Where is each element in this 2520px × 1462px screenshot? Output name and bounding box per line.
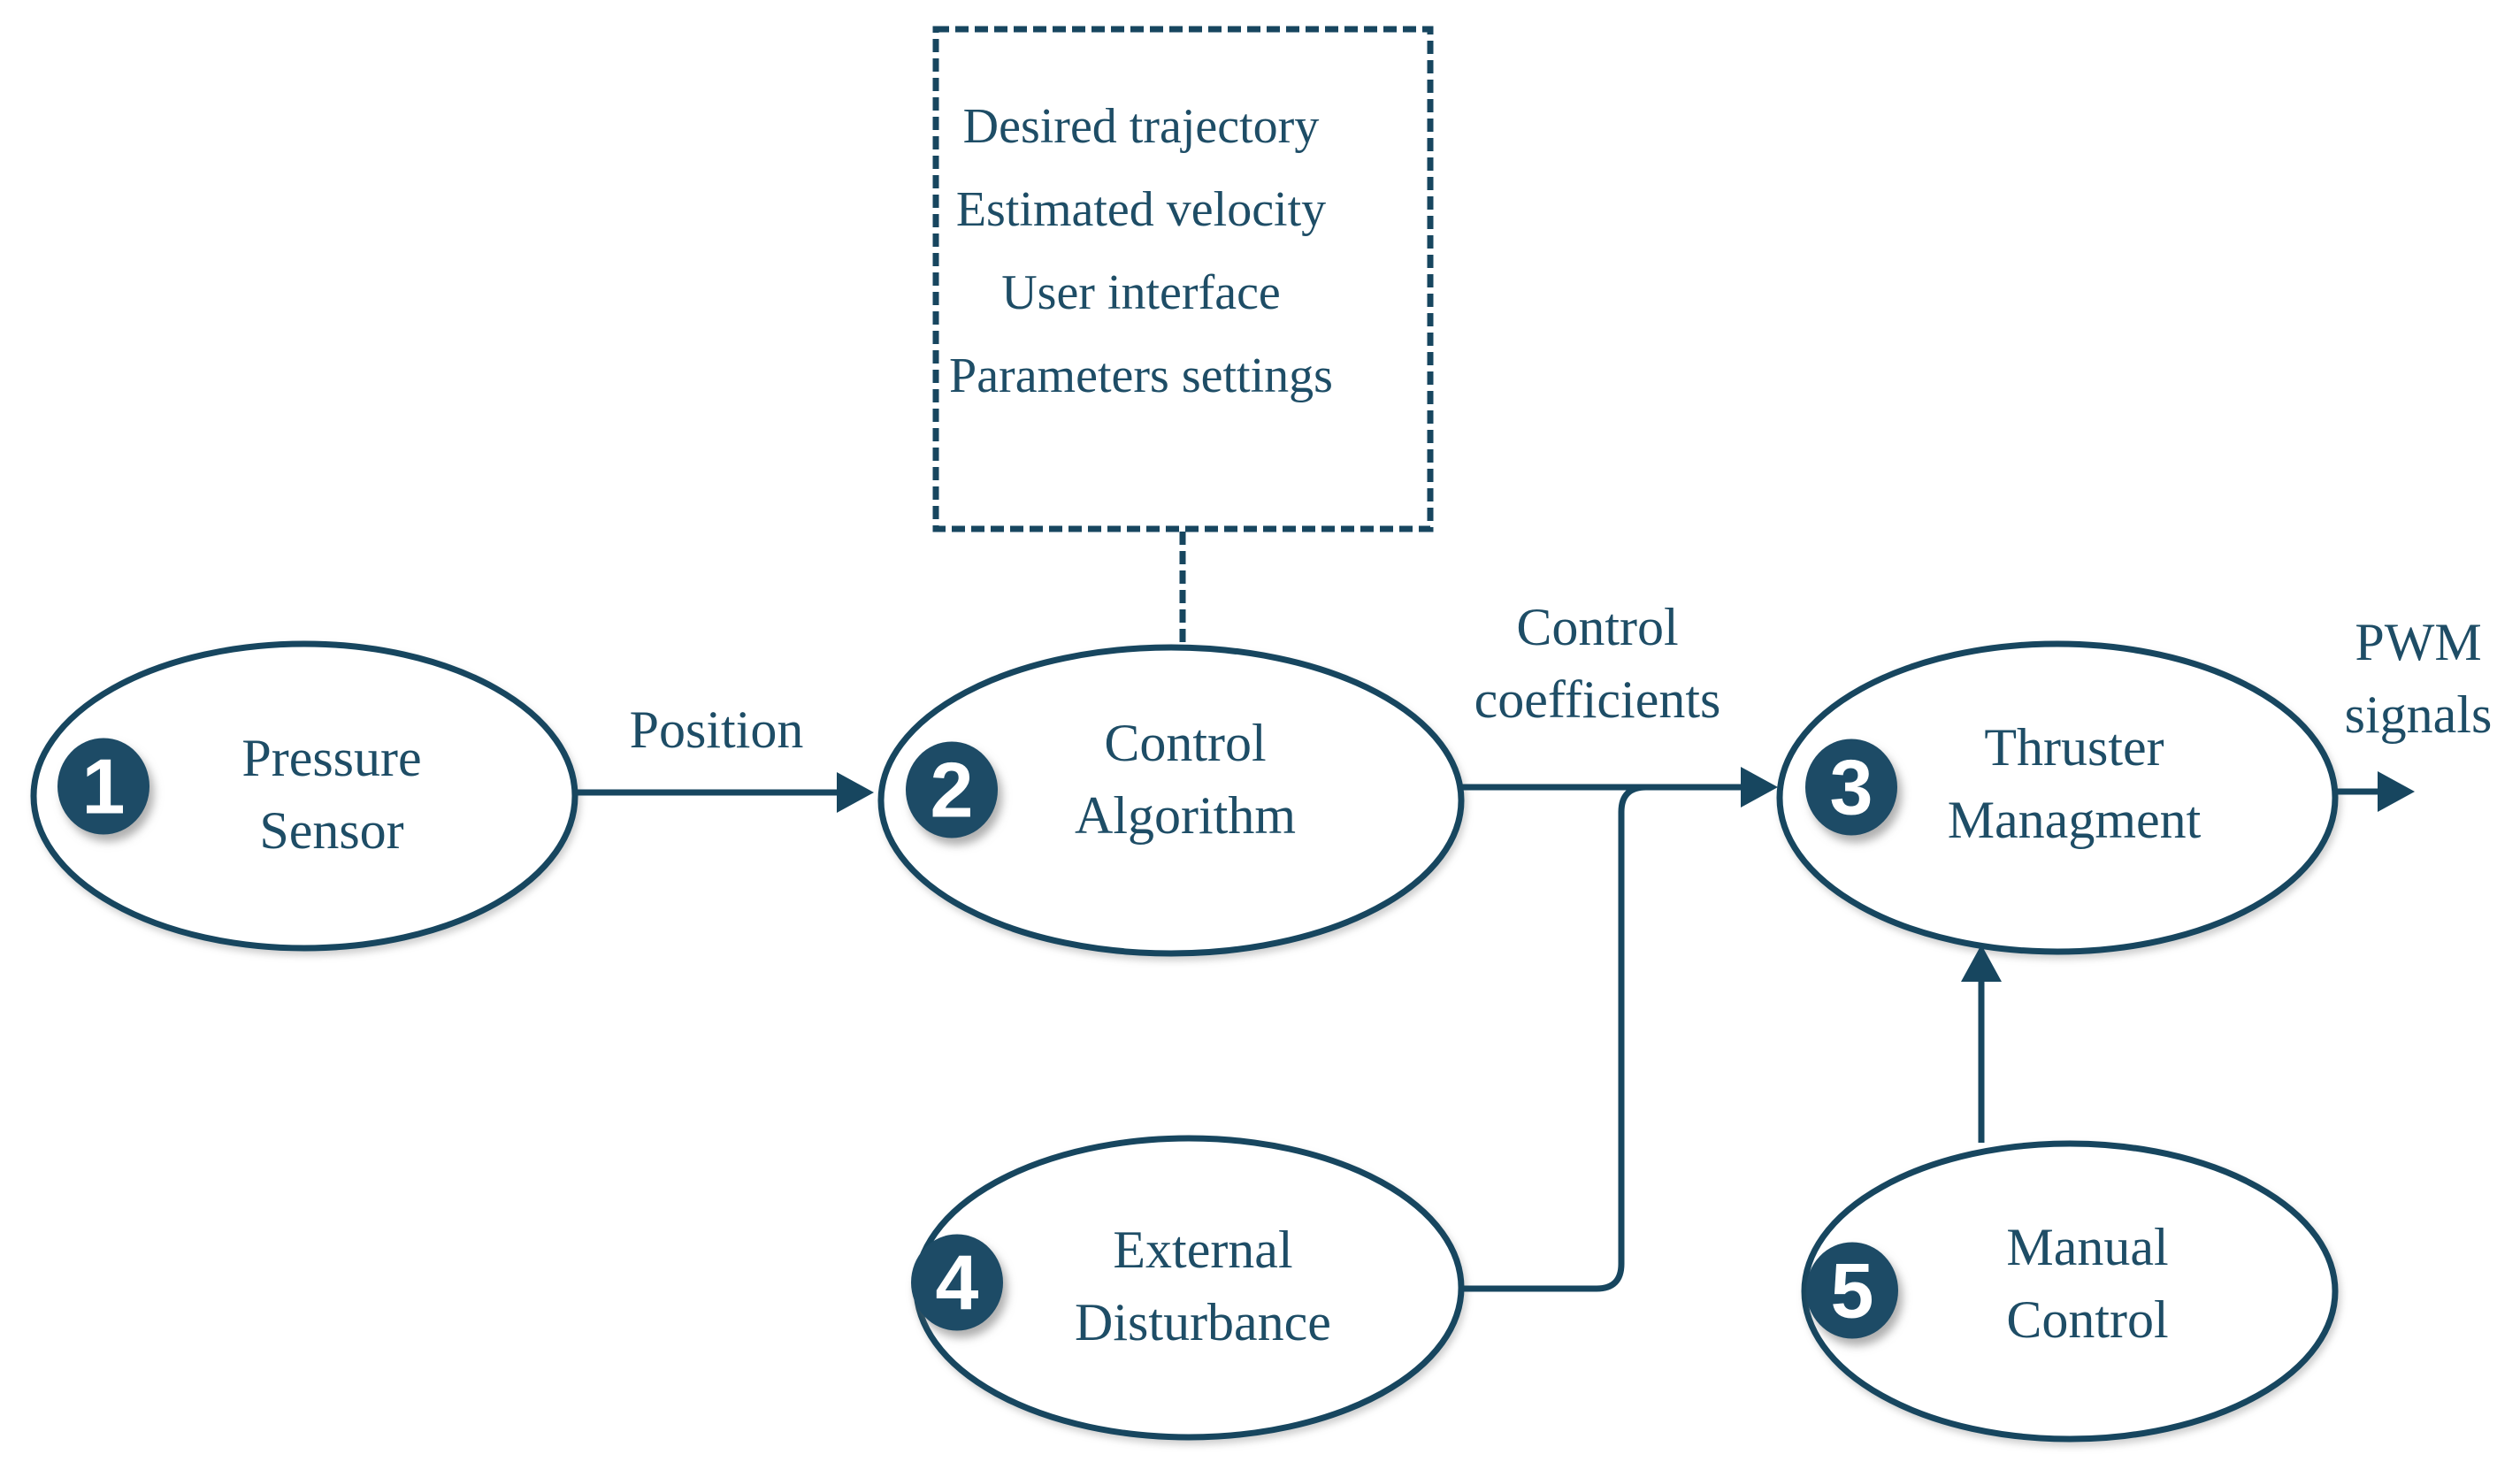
node-label-line: External: [1113, 1221, 1293, 1279]
node-4-number-badge: 4: [911, 1234, 1003, 1331]
edge-label-line: Control: [1516, 598, 1679, 656]
edge-position-arrowhead: [837, 772, 874, 813]
node-label-thruster-managment: Thruster Managment: [1948, 711, 2202, 856]
edge-label-position: Position: [629, 700, 804, 759]
node-label-manual-control: Manual Control: [2006, 1211, 2168, 1356]
node-label-external-disturbance: External Disturbance: [1075, 1213, 1331, 1359]
edge-pwm-arrowhead: [2378, 771, 2415, 812]
inputs-box-outline: [932, 26, 1434, 532]
inputs-box-labels: Desired trajectory Estimated velocity Us…: [936, 29, 1346, 417]
edge-label-line: signals: [2344, 685, 2493, 744]
node-control-algorithm-ellipse: [877, 644, 1465, 957]
node-label-line: Control: [2006, 1290, 2169, 1349]
edge-label-line: coefficients: [1474, 670, 1721, 729]
node-label-pressure-sensor: Pressure Sensor: [241, 722, 421, 867]
edge-label-line: PWM: [2355, 613, 2482, 671]
edge-control-coefficients-arrowhead: [1741, 767, 1778, 808]
node-2-number-badge: 2: [906, 741, 998, 838]
inputs-box-line-parameters-settings: Parameters settings: [949, 348, 1333, 403]
node-label-line: Managment: [1947, 791, 2202, 849]
node-label-line: Thruster: [1984, 718, 2164, 777]
node-label-line: Pressure: [241, 729, 422, 787]
inputs-box-line-estimated-velocity: Estimated velocity: [955, 182, 1327, 237]
node-label-line: Disturbance: [1075, 1293, 1331, 1351]
node-label-line: Control: [1104, 714, 1267, 772]
node-5-number-badge: 5: [1806, 1242, 1898, 1339]
node-label-line: Sensor: [259, 801, 404, 860]
node-thruster-managment-ellipse: [1776, 640, 2339, 955]
node-label-control-algorithm: Control Algorithm: [1075, 707, 1296, 852]
node-3-number-badge: 3: [1805, 739, 1897, 836]
node-pressure-sensor-ellipse: [30, 640, 578, 952]
inputs-box-line-user-interface: User interface: [1001, 265, 1281, 320]
edge-label-control-coefficients: Control coefficients: [1474, 591, 1721, 736]
node-label-line: Manual: [2006, 1218, 2169, 1276]
edge-manual-control-arrowhead: [1961, 945, 2002, 982]
edge-external-disturbance-elbow: [1461, 784, 1744, 1292]
inputs-box-line-desired-trajectory: Desired trajectory: [962, 99, 1320, 154]
node-1-number-badge: 1: [57, 738, 149, 835]
node-manual-control-ellipse: [1801, 1140, 2339, 1443]
node-label-line: Algorithm: [1075, 786, 1296, 845]
edge-label-pwm-signals: PWM signals: [2345, 606, 2493, 751]
